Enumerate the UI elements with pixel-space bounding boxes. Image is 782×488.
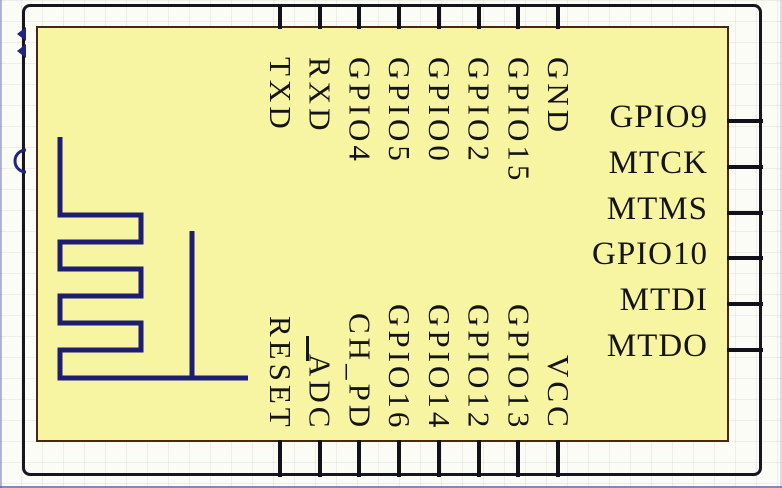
pin-label-gpio13: GPIO13 — [501, 303, 537, 431]
pin-gnd — [556, 4, 561, 29]
pin-gpio13 — [516, 440, 521, 477]
pin-gpio2 — [476, 4, 481, 29]
pin-label-gpio16: GPIO16 — [382, 303, 418, 431]
pin-label-gpio4: GPIO4 — [342, 57, 378, 165]
pin-txd — [278, 4, 282, 29]
pin-gpio14 — [436, 440, 441, 477]
pin-label-gpio12: GPIO12 — [461, 303, 497, 431]
pin-mtdi — [727, 302, 763, 307]
pin-rxd — [317, 4, 322, 29]
edge-artifact-right — [780, 0, 782, 488]
pin-label-gpio9: GPIO9 — [609, 99, 708, 135]
module-outline — [22, 4, 762, 476]
pin-label-vcc: VCC — [541, 355, 577, 431]
pin-label-gnd: GND — [541, 57, 577, 137]
pin-label-gpio5: GPIO5 — [382, 57, 418, 165]
edge-artifact-left — [0, 0, 2, 488]
pin-label-rxd: RXD — [302, 57, 338, 135]
edge-artifact-bottom — [0, 486, 782, 488]
pin-gpio15 — [516, 4, 521, 29]
pin-label-gpio15: GPIO15 — [501, 57, 537, 185]
pin-gpio9 — [727, 119, 763, 123]
pin-label-mtdi: MTDI — [619, 282, 708, 319]
pin-ch_pd — [357, 440, 362, 477]
pin-label-txd: TXD — [263, 57, 298, 133]
pin-gpio10 — [727, 256, 763, 261]
pin-label-ch_pd: CH_PD — [342, 312, 378, 431]
pin-label-gpio0: GPIO0 — [421, 57, 457, 165]
pin-label-gpio14: GPIO14 — [421, 303, 457, 431]
adc-overline-mark — [305, 336, 309, 361]
pin-label-mtms: MTMS — [606, 190, 708, 227]
pin-vcc — [556, 440, 561, 477]
pin-gpio12 — [476, 440, 481, 477]
pin-gpio0 — [436, 4, 441, 29]
pin-gpio4 — [357, 4, 362, 29]
pin-mtdo — [727, 348, 763, 352]
pin-adc — [317, 440, 322, 477]
pin-label-adc: ADC — [302, 353, 338, 431]
pin-mtck — [727, 164, 763, 169]
pin-label-mtck: MTCK — [608, 144, 708, 181]
pin-label-gpio10: GPIO10 — [591, 236, 708, 273]
pin-reset — [278, 440, 282, 477]
pin-mtms — [727, 210, 763, 215]
pin-label-reset: RESET — [263, 316, 298, 431]
pin-gpio16 — [397, 440, 402, 477]
pin-gpio5 — [397, 4, 402, 29]
pin-label-gpio2: GPIO2 — [461, 57, 497, 165]
pin-label-mtdo: MTDO — [606, 328, 708, 364]
